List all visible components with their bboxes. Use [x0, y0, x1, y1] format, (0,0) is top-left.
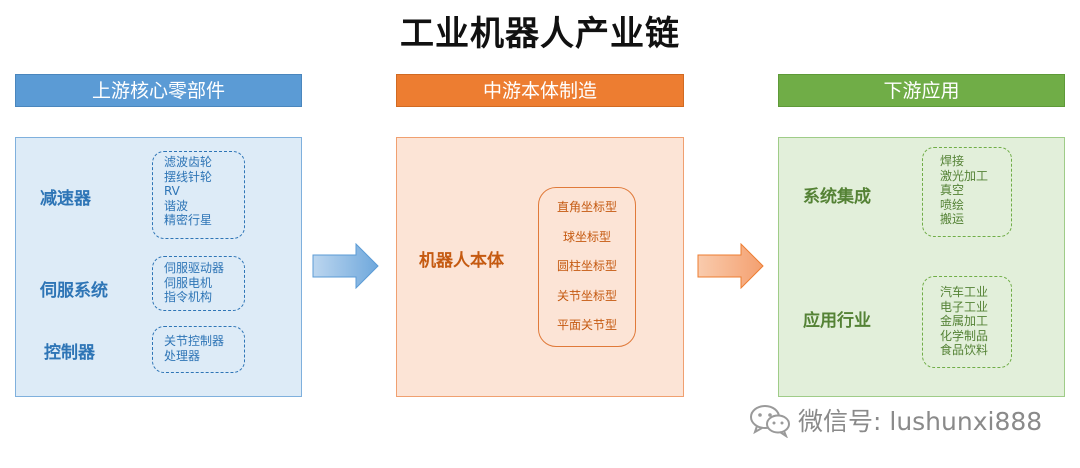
upstream-header: 上游核心零部件 — [15, 74, 302, 107]
list-item: 电子工业 — [940, 299, 989, 314]
servo-label: 伺服系统 — [40, 281, 108, 301]
watermark-text: 微信号: lushunxi888 — [798, 407, 1043, 436]
list-item: 直角坐标型 — [556, 200, 617, 214]
arrow-right-icon — [697, 243, 764, 289]
system-integration-items: 焊接 激光加工 真空 喷绘 搬运 — [940, 154, 988, 227]
reducer-label: 减速器 — [40, 189, 91, 209]
application-industry-items: 汽车工业 电子工业 金属加工 化学制品 食品饮料 — [940, 285, 988, 358]
servo-items: 伺服驱动器 伺服电机 指令机构 — [164, 261, 224, 305]
list-item: 球坐标型 — [562, 229, 611, 244]
wechat-icon — [750, 405, 790, 438]
list-item: 圆柱坐标型 — [556, 259, 617, 273]
list-item: 金属加工 — [940, 314, 989, 328]
list-item: 指令机构 — [164, 290, 213, 304]
watermark: 微信号: lushunxi888 — [748, 400, 1042, 440]
downstream-header: 下游应用 — [778, 74, 1065, 107]
servo-items-box — [152, 256, 245, 311]
robot-types: 直角坐标型 球坐标型 圆柱坐标型 关节坐标型 平面关节型 — [538, 193, 636, 341]
list-item: 伺服电机 — [164, 275, 213, 290]
robot-types-box — [538, 187, 636, 347]
list-item: 关节控制器 — [164, 334, 225, 348]
robot-body-label: 机器人本体 — [419, 251, 504, 271]
list-item: 焊接 — [940, 154, 965, 168]
list-item: 真空 — [940, 183, 965, 197]
application-industry-label: 应用行业 — [803, 311, 871, 331]
list-item: 伺服驱动器 — [164, 261, 225, 275]
list-item: 摆线针轮 — [164, 169, 213, 184]
list-item: RV — [164, 184, 180, 198]
system-integration-label: 系统集成 — [803, 187, 871, 207]
diagram-title: 工业机器人产业链 — [400, 14, 680, 54]
reducer-items: 滤波齿轮 摆线针轮 RV 谐波 精密行星 — [164, 155, 212, 228]
midstream-header: 中游本体制造 — [396, 74, 684, 107]
list-item: 汽车工业 — [940, 285, 989, 299]
midstream-panel: 机器人本体 直角坐标型 球坐标型 圆柱坐标型 关节坐标型 平面关节型 — [396, 137, 684, 397]
list-item: 食品饮料 — [940, 343, 989, 357]
list-item: 精密行星 — [164, 213, 213, 227]
list-item: 激光加工 — [940, 168, 989, 183]
controller-label: 控制器 — [44, 343, 95, 363]
controller-items: 关节控制器 处理器 — [164, 334, 224, 363]
list-item: 喷绘 — [940, 197, 965, 212]
downstream-panel: 系统集成 焊接 激光加工 真空 喷绘 搬运 应用行业 汽车工业 电子工业 金属加… — [778, 137, 1065, 397]
upstream-panel: 减速器 滤波齿轮 摆线针轮 RV 谐波 精密行星 伺服系统 伺服驱动器 伺服电机… — [15, 137, 302, 397]
arrow-right-icon — [312, 243, 379, 289]
list-item: 搬运 — [940, 212, 965, 226]
list-item: 处理器 — [164, 348, 201, 363]
controller-items-box — [152, 326, 245, 373]
reducer-items-box — [152, 151, 245, 239]
application-industry-items-box — [922, 276, 1012, 368]
list-item: 化学制品 — [940, 328, 989, 343]
list-item: 关节坐标型 — [556, 288, 617, 303]
system-integration-items-box — [922, 147, 1012, 237]
list-item: 谐波 — [164, 198, 189, 213]
list-item: 滤波齿轮 — [164, 155, 213, 169]
list-item: 平面关节型 — [556, 318, 617, 332]
